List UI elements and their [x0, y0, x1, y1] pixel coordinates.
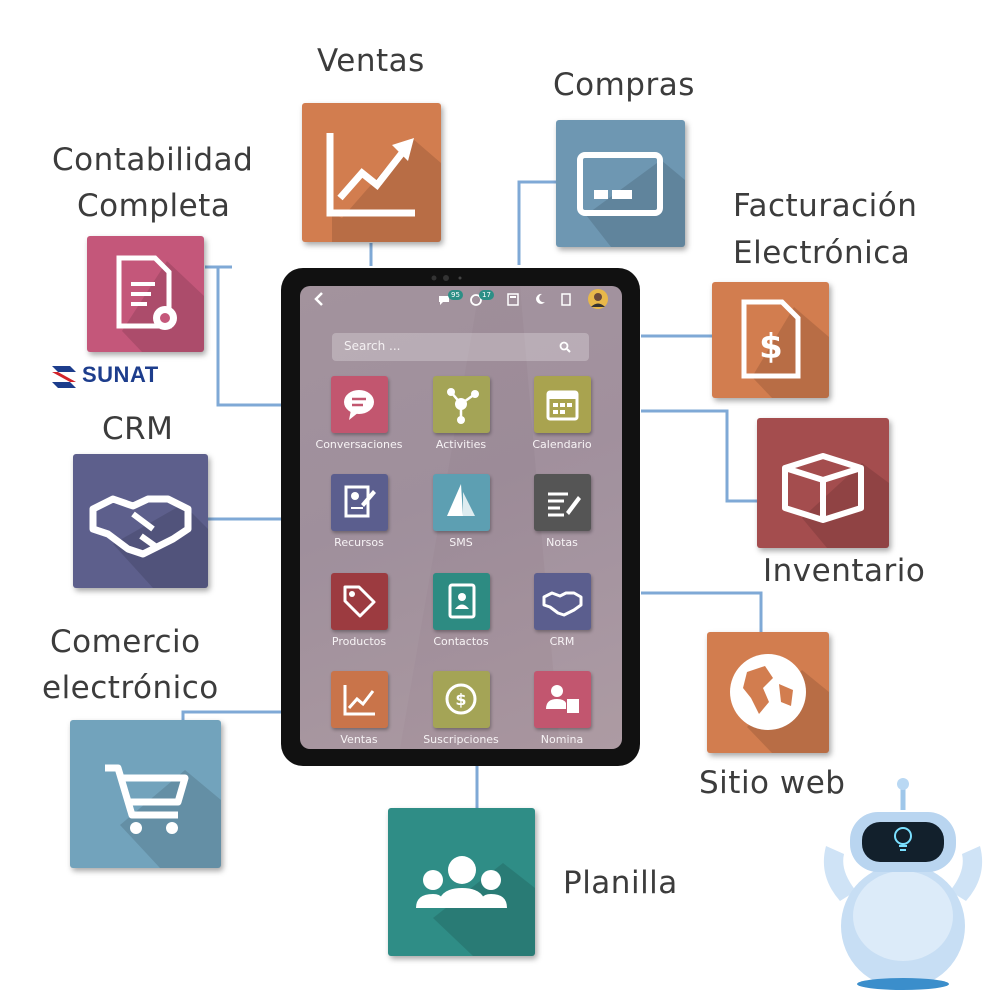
app-label: Contactos	[433, 635, 489, 648]
chat-icon[interactable]	[438, 294, 452, 306]
app-label: Recursos	[334, 536, 384, 549]
chat-bubble-icon	[330, 376, 388, 433]
building-icon[interactable]	[561, 293, 571, 306]
shopping-cart-icon	[105, 764, 221, 868]
notes-icon	[533, 474, 591, 531]
label-facturacion-line2: Electrónica	[733, 235, 911, 271]
search-icon[interactable]	[559, 341, 571, 353]
app-label: Conversaciones	[315, 438, 403, 451]
top-bar: 95 17	[300, 286, 622, 314]
app-calendario[interactable]: Calendario	[512, 376, 612, 451]
app-productos[interactable]: Productos	[309, 573, 409, 648]
messages-badge: 95	[448, 290, 463, 300]
document-gear-icon	[116, 255, 204, 352]
ventas-tile[interactable]	[302, 103, 441, 242]
app-notas[interactable]: Notas	[512, 474, 612, 549]
label-contabilidad-line2: Completa	[77, 188, 231, 224]
moon-icon[interactable]	[534, 293, 546, 305]
box-icon	[782, 453, 889, 548]
app-crm[interactable]: CRM	[512, 573, 612, 648]
app-label: Activities	[435, 438, 487, 451]
calculator-icon[interactable]	[507, 293, 519, 306]
resources-icon	[330, 474, 388, 531]
facturacion-tile[interactable]: $	[712, 282, 829, 398]
label-compras: Compras	[553, 67, 695, 103]
tablet-camera-icon	[431, 275, 462, 281]
app-sms[interactable]: SMS	[411, 474, 511, 549]
search-input[interactable]: Search ...	[344, 339, 401, 353]
back-arrow-icon[interactable]	[312, 291, 326, 307]
people-icon	[416, 856, 535, 956]
search-bar[interactable]: Search ...	[332, 333, 589, 361]
app-contactos[interactable]: Contactos	[411, 573, 511, 648]
app-conversaciones[interactable]: Conversaciones	[309, 376, 409, 451]
credit-card-icon	[577, 152, 685, 247]
label-ventas: Ventas	[317, 43, 425, 79]
planilla-tile[interactable]	[388, 808, 535, 956]
label-contabilidad-line1: Contabilidad	[52, 142, 254, 178]
app-label: Notas	[546, 536, 578, 549]
label-planilla: Planilla	[563, 865, 678, 901]
app-activities[interactable]: Activities	[411, 376, 511, 451]
payroll-icon	[533, 671, 591, 728]
robot-mascot-icon	[823, 778, 983, 990]
app-label: CRM	[549, 635, 575, 648]
label-comercio-line2: electrónico	[42, 670, 219, 706]
handshake-icon	[89, 495, 208, 588]
contacts-icon	[432, 573, 490, 630]
inventario-tile[interactable]	[757, 418, 889, 548]
calendar-icon	[533, 376, 591, 433]
globe-icon	[730, 654, 829, 753]
subscription-icon: $	[432, 671, 490, 728]
clock-icon[interactable]	[470, 294, 482, 306]
sales-chart-icon	[326, 133, 441, 242]
label-comercio-line1: Comercio	[50, 624, 201, 660]
app-label: Ventas	[340, 733, 378, 746]
label-sitio-web: Sitio web	[699, 765, 846, 801]
invoice-dollar-icon: $	[741, 299, 829, 398]
app-nomina[interactable]: Nomina	[512, 671, 612, 746]
label-inventario: Inventario	[763, 553, 926, 589]
activities-badge: 17	[479, 290, 494, 300]
svg-text:$: $	[759, 327, 783, 367]
tablet-screen: 95 17 Search ... Conversaciones	[300, 286, 622, 749]
chart-icon	[330, 671, 388, 728]
handshake-icon	[533, 573, 591, 630]
sitio-web-tile[interactable]	[707, 632, 829, 753]
app-suscripciones[interactable]: $ Suscripciones	[411, 671, 511, 746]
compras-tile[interactable]	[556, 120, 685, 247]
label-crm: CRM	[102, 411, 174, 447]
app-label: Calendario	[532, 438, 592, 451]
label-facturacion-line1: Facturación	[733, 188, 918, 224]
activity-icon	[432, 376, 490, 433]
sms-icon	[432, 474, 490, 531]
contabilidad-tile[interactable]	[87, 236, 204, 352]
app-label: Suscripciones	[423, 733, 499, 746]
app-recursos[interactable]: Recursos	[309, 474, 409, 549]
app-ventas[interactable]: Ventas	[309, 671, 409, 746]
crm-tile[interactable]	[73, 454, 208, 588]
user-avatar-icon[interactable]	[588, 289, 608, 309]
svg-text:$: $	[455, 690, 466, 709]
app-label: SMS	[449, 536, 473, 549]
app-label: Productos	[331, 635, 387, 648]
app-label: Nomina	[540, 733, 584, 746]
sunat-logo-icon	[52, 366, 76, 388]
sunat-logo-text: SUNAT	[82, 362, 159, 387]
comercio-tile[interactable]	[70, 720, 221, 868]
tag-icon	[330, 573, 388, 630]
